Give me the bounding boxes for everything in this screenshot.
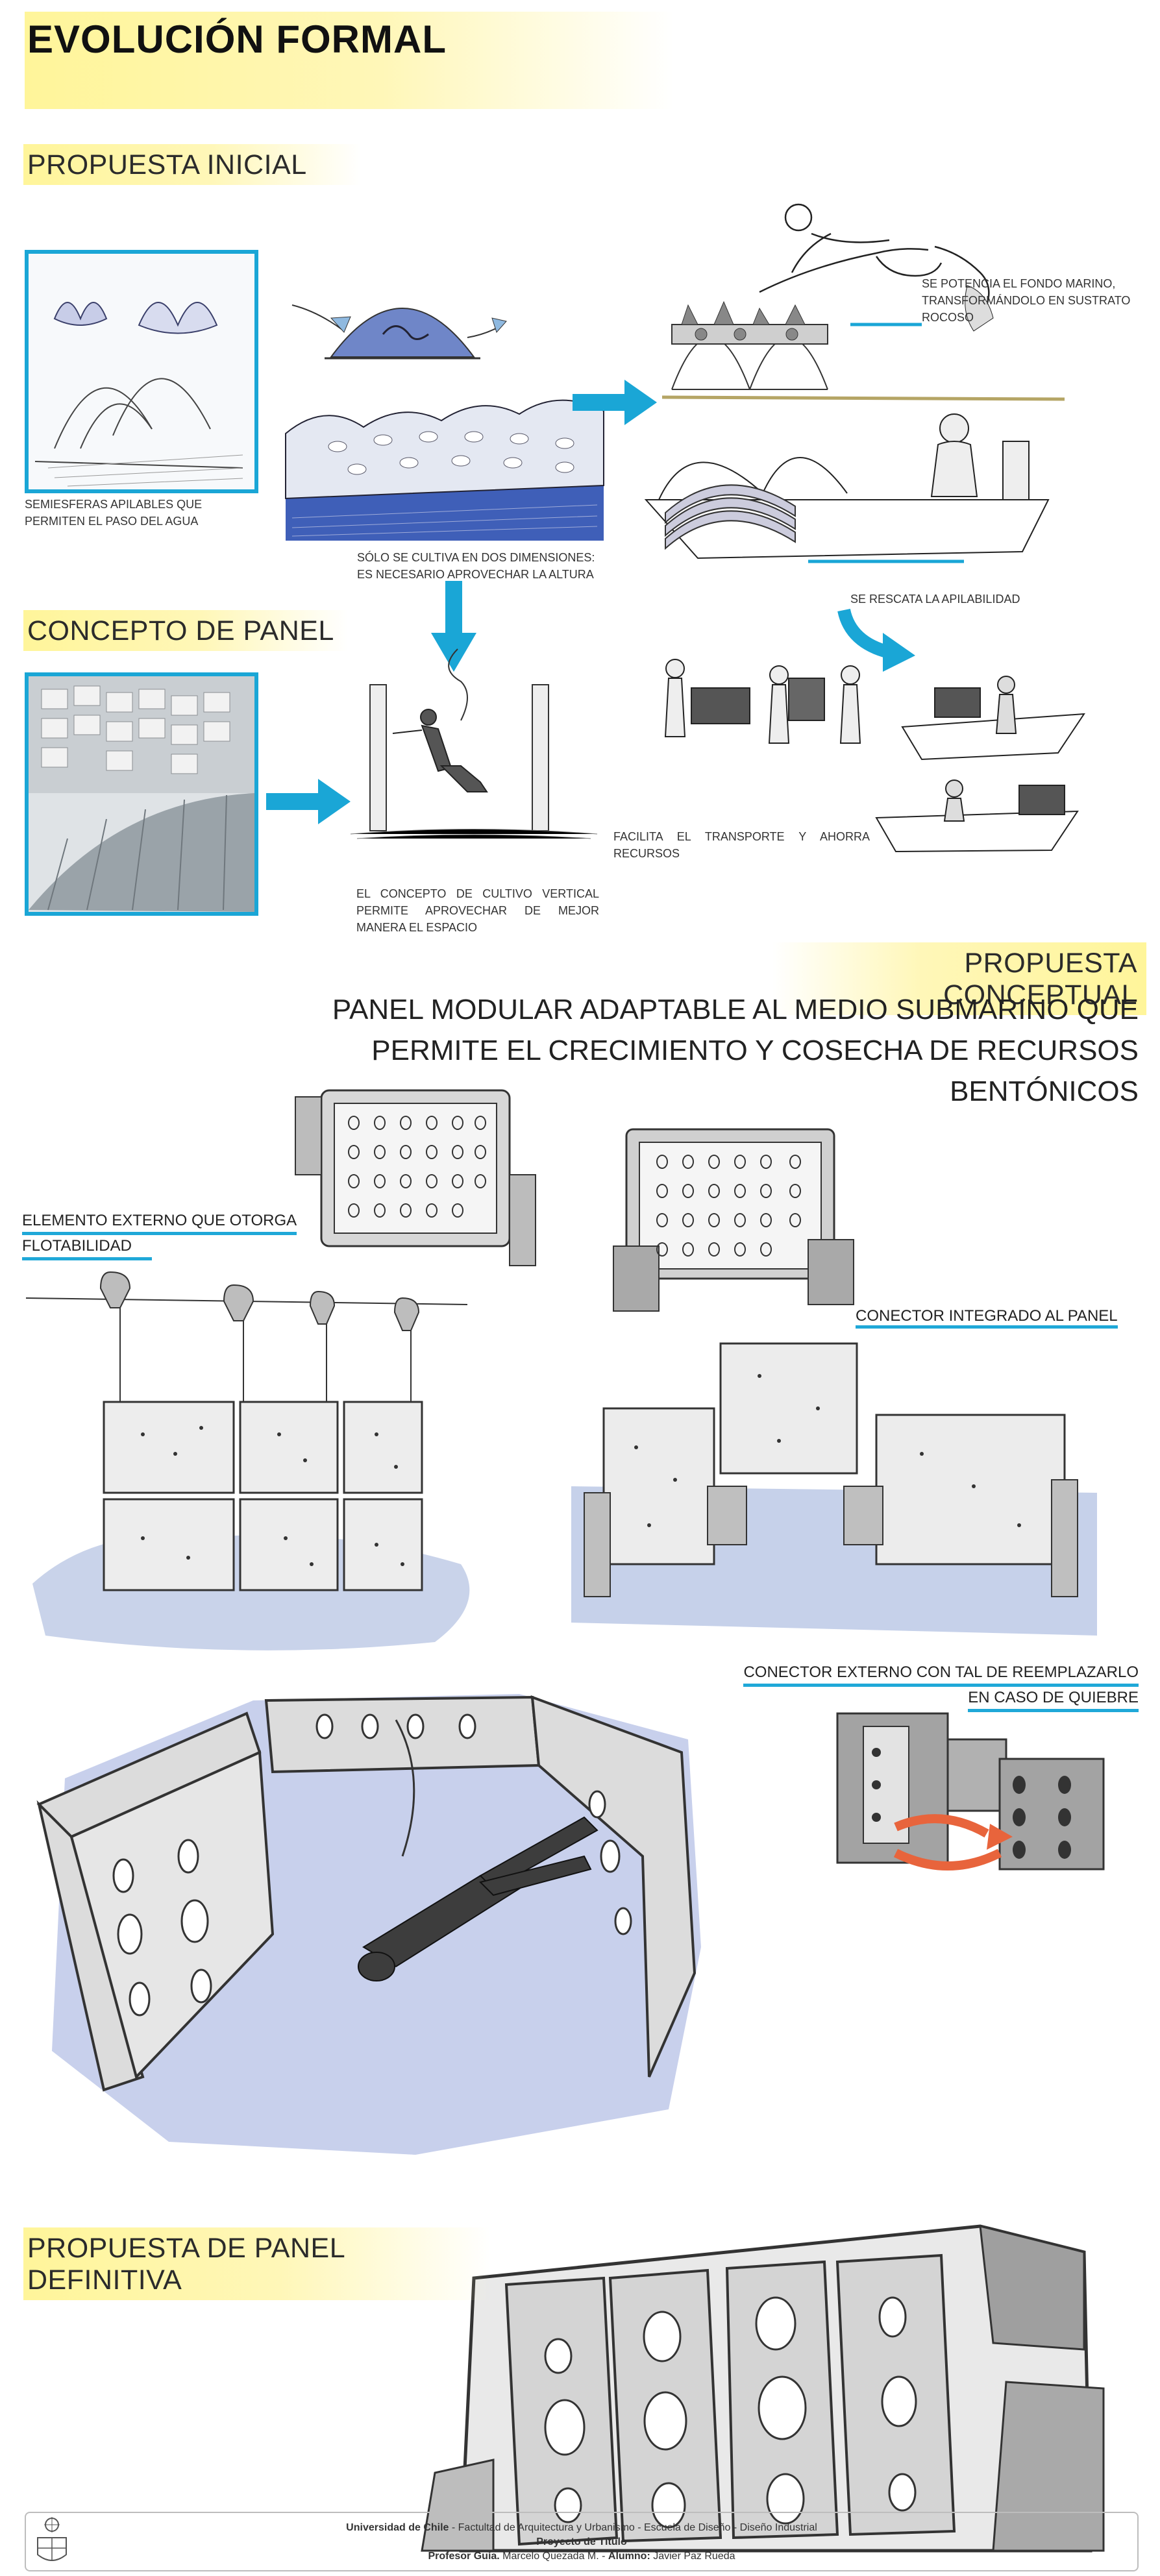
footer: Universidad de Chile - Factultad de Arqu… [25,2512,1139,2571]
caption-transporte: FACILITA EL TRANSPORTE Y AHORRA RECURSOS [613,830,870,860]
dome-grid-sketch [285,399,604,541]
footer-guia-name: Marcelo Quezada M. - [499,2551,608,2562]
vertical-cultivo-sketch [350,648,598,839]
footer-line-2: Proyecto de Título [26,2535,1137,2549]
integrated-connector-sketch [571,1342,1097,1636]
panel-sketch-2 [613,1128,854,1312]
note-flotabilidad-line-2: FLOTABILIDAD [22,1235,152,1260]
note-conector-externo: CONECTOR EXTERNO CON TAL DE REEMPLAZARLO… [717,1662,1139,1712]
footer-text: Universidad de Chile - Factultad de Arqu… [26,2521,1137,2564]
rotate-arrow-icon [894,1814,989,1838]
note-conector-externo-line-1: CONECTOR EXTERNO CON TAL DE REEMPLAZARLO [743,1662,1139,1687]
section-propuesta-inicial: PROPUESTA INICIAL [23,144,361,185]
footer-alumno-name: Javier Paz Rueda [650,2551,735,2562]
section-propuesta-conceptual: PROPUESTA CONCEPTUAL [772,942,1146,1015]
footer-uni: Universidad de Chile [346,2522,449,2533]
note-flotabilidad-line-1: ELEMENTO EXTERNO QUE OTORGA [22,1210,297,1235]
arrow-down-icon [431,581,476,672]
note-conector-integrado-text: CONECTOR INTEGRADO AL PANEL [856,1307,1118,1329]
title-banner [25,12,674,109]
conceptual-line-2: PERMITE EL CRECIMIENTO Y COSECHA DE RECU… [371,1035,1139,1066]
section-propuesta-definitiva: PROPUESTA DE PANEL DEFINITIVA [23,2227,491,2300]
concepto-panel-photo [25,672,258,916]
footer-guia-label: Profesor Guía. [428,2551,500,2562]
panel-sketch-1 [295,1089,536,1266]
semiesferas-image [25,250,258,493]
note-flotabilidad: ELEMENTO EXTERNO QUE OTORGA FLOTABILIDAD [22,1210,327,1260]
university-seal-icon [37,2517,67,2561]
section-concepto-panel: CONCEPTO DE PANEL [23,610,348,651]
footer-alumno-label: Alumno: [608,2551,650,2562]
dome-flow-sketch [291,304,507,360]
arrow-right-icon [573,380,657,425]
panel-photo-sketch [29,676,254,912]
note-conector-externo-line-2: EN CASO DE QUIEBRE [968,1687,1139,1712]
arrow-right-icon-2 [266,779,351,824]
caption-semiesferas: SEMIESFERAS APILABLES QUE PERMITEN EL PA… [25,498,203,528]
caption-dos-dimensiones: SÓLO SE CULTIVA EN DOS DIMENSIONES: ES N… [357,551,595,581]
footer-facultad: - Factultad de Arquitectura y Urbanismo … [449,2522,817,2533]
definitive-panel-sketch [421,2224,1105,2553]
conceptual-description: PANEL MODULAR ADAPTABLE AL MEDIO SUBMARI… [273,989,1139,1112]
conceptual-line-1: PANEL MODULAR ADAPTABLE AL MEDIO SUBMARI… [332,994,1139,1025]
caption-apilabilidad: SE RESCATA LA APILABILIDAD [850,593,1020,606]
page-title: EVOLUCIÓN FORMAL [27,18,447,61]
footer-proyecto: Proyecto de Título [536,2536,627,2547]
caption-cultivo-vertical: EL CONCEPTO DE CULTIVO VERTICAL PERMITE … [356,887,599,934]
boat-stack-sketch [644,413,1050,563]
transport-sketch [664,659,1085,853]
footer-line-3: Profesor Guía. Marcelo Quezada M. - Alum… [26,2549,1137,2564]
diver-reef-sketch [661,203,1065,401]
curved-arrow-icon [837,608,915,672]
external-connector-sketch [836,1712,1105,1871]
note-conector-integrado: CONECTOR INTEGRADO AL PANEL [856,1307,1118,1329]
semiesferas-sketch [29,254,254,489]
conceptual-line-3: BENTÓNICOS [950,1075,1139,1107]
caption-fondo-marino: SE POTENCIA EL FONDO MARINO, TRANSFORMÁN… [922,277,1131,324]
hexagonal-enclosure-sketch [36,1694,701,2155]
floating-panels-sketch [25,1271,470,1650]
footer-line-1: Universidad de Chile - Factultad de Arqu… [26,2521,1137,2535]
